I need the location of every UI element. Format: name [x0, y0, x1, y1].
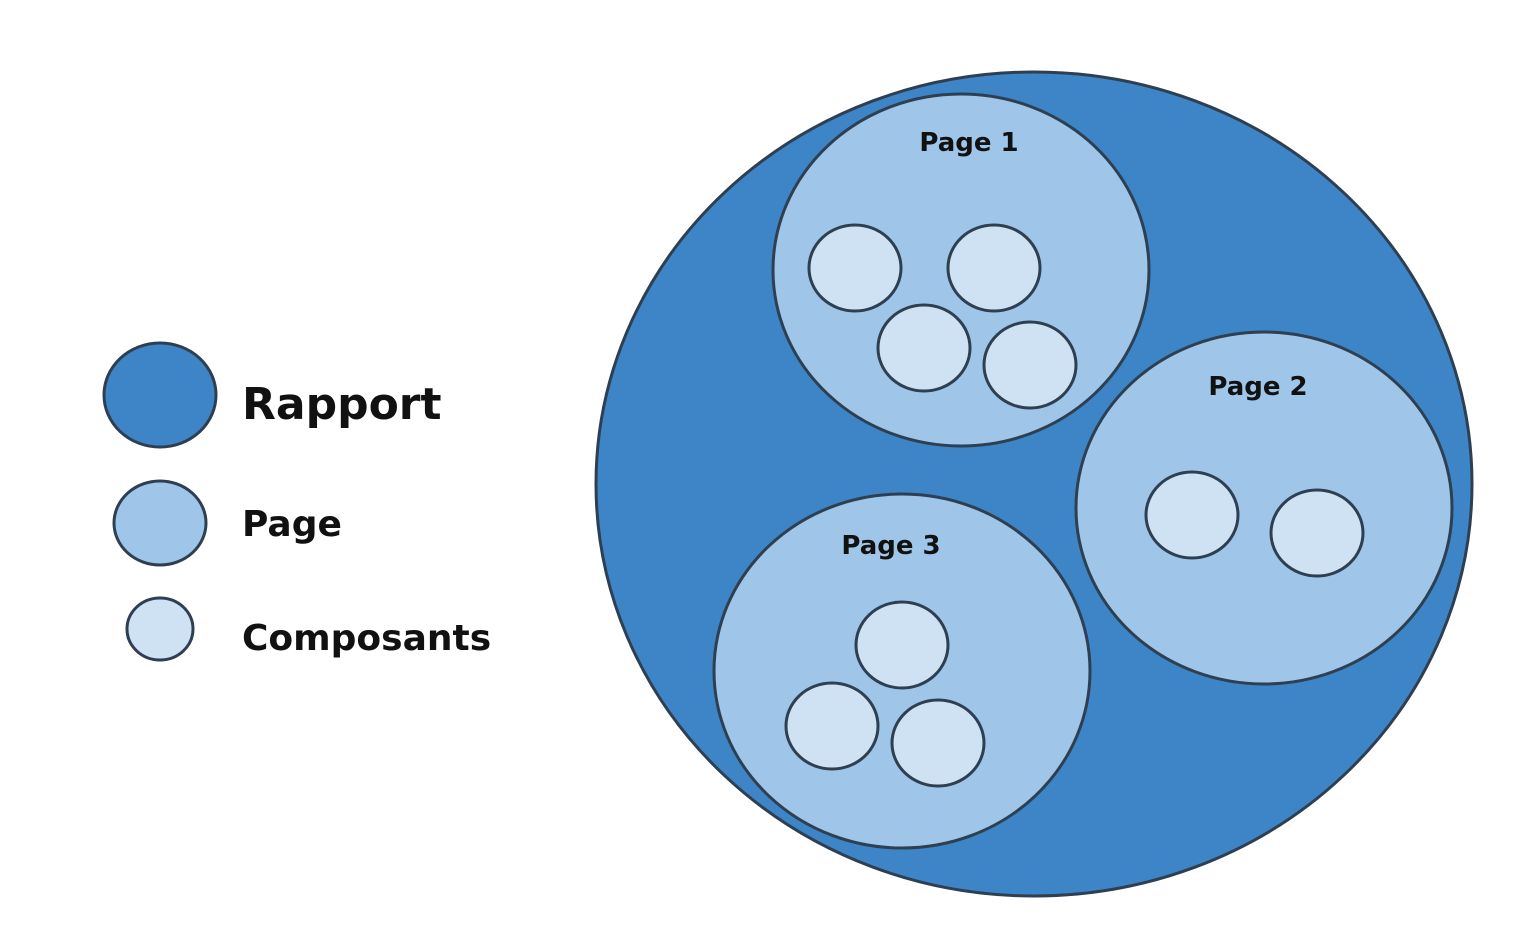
page-3: Page 3: [712, 492, 1092, 850]
page-3-component: [784, 681, 880, 771]
legend: Rapport Page Composants: [102, 341, 491, 662]
page-1-component: [982, 320, 1078, 410]
legend-rapport-swatch: [102, 341, 218, 449]
page-2-component: [1144, 470, 1240, 560]
page-2-component: [1269, 488, 1365, 578]
legend-rapport-label: Rapport: [242, 379, 442, 430]
legend-page-label: Page: [242, 504, 342, 545]
page-2: Page 2: [1074, 330, 1454, 686]
legend-composant-swatch: [125, 596, 195, 662]
page-3-label: Page 3: [841, 531, 940, 561]
page-1-component: [876, 303, 972, 393]
legend-composants-label: Composants: [242, 618, 491, 659]
page-1-label: Page 1: [919, 128, 1018, 158]
page-1-component: [946, 223, 1042, 313]
page-1-component: [807, 223, 903, 313]
page-3-component: [890, 698, 986, 788]
page-3-component: [854, 600, 950, 690]
legend-page-swatch: [112, 479, 208, 567]
page-1: Page 1: [771, 92, 1151, 448]
page-2-circle: [1074, 330, 1454, 686]
page-2-label: Page 2: [1208, 372, 1307, 402]
